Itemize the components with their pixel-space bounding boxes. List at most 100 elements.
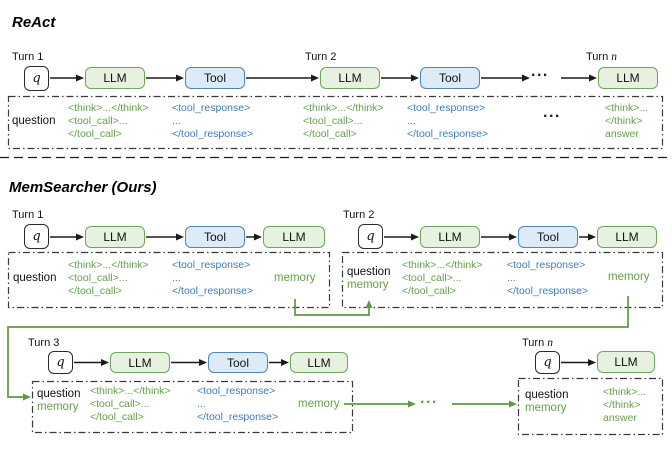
tag-line: <think>...</think> bbox=[68, 259, 149, 271]
tag-line: <think>... bbox=[603, 386, 647, 398]
think-toolcall-block: <think>...</think> <tool_call>... </tool… bbox=[68, 102, 149, 141]
question-memory-stack: question memory bbox=[347, 266, 390, 292]
tool-response-block: <tool_response> ... </tool_response> bbox=[172, 102, 253, 141]
question-label: question bbox=[37, 388, 81, 400]
tag-line: <tool_call>... bbox=[303, 115, 363, 127]
react-context-ellipsis: ... bbox=[543, 104, 561, 121]
llm-node: LLM bbox=[290, 352, 348, 373]
tag-line: ... bbox=[172, 272, 181, 284]
mem-turn2-label: Turn 2 bbox=[343, 209, 375, 221]
memory-label: memory bbox=[37, 401, 79, 413]
tag-line: answer bbox=[603, 412, 637, 424]
memory-label: memory bbox=[274, 272, 316, 284]
tool-node: Tool bbox=[420, 67, 480, 89]
tag-line: ... bbox=[172, 115, 181, 127]
question-label: question bbox=[347, 266, 391, 278]
think-toolcall-block: <think>...</think> <tool_call>... </tool… bbox=[90, 385, 171, 424]
tag-line: </think> bbox=[605, 115, 643, 127]
memory-label: memory bbox=[298, 398, 340, 410]
mem-turnn-context-box bbox=[517, 377, 664, 436]
tag-line: </tool_response> bbox=[172, 285, 254, 297]
tag-line: ... bbox=[407, 115, 416, 127]
query-node: q bbox=[48, 351, 73, 374]
react-context-box bbox=[7, 95, 664, 150]
tag-line: </tool_response> bbox=[172, 128, 254, 140]
llm-node: LLM bbox=[597, 351, 655, 373]
tool-node: Tool bbox=[518, 226, 578, 248]
final-answer-block: <think>... </think> answer bbox=[605, 102, 648, 141]
tag-line: </tool_call> bbox=[303, 128, 357, 140]
tool-node: Tool bbox=[208, 352, 268, 373]
tag-line: <think>...</think> bbox=[303, 102, 384, 114]
tag-line: </think> bbox=[603, 399, 641, 411]
question-memory-stack: question memory bbox=[525, 389, 568, 415]
tag-line: <tool_response> bbox=[507, 259, 586, 271]
final-answer-block: <think>... </think> answer bbox=[603, 386, 646, 425]
tool-response-block: <tool_response> ... </tool_response> bbox=[407, 102, 488, 141]
memory-flow-turn2-to-turn3 bbox=[7, 296, 629, 401]
mem-turn3-label: Turn 3 bbox=[28, 337, 60, 349]
react-title: ReAct bbox=[12, 14, 56, 31]
question-label: question bbox=[525, 389, 569, 401]
tag-line: <tool_call>... bbox=[68, 272, 128, 284]
llm-node: LLM bbox=[110, 352, 170, 373]
react-turnn-label: Turn n bbox=[586, 51, 617, 63]
tool-response-block: <tool_response> ... </tool_response> bbox=[172, 259, 253, 298]
turn-n-var: n bbox=[547, 337, 554, 349]
query-node: q bbox=[24, 224, 49, 249]
query-node: q bbox=[535, 351, 560, 374]
mem-turn2-context-box bbox=[341, 251, 664, 309]
tool-node: Tool bbox=[185, 226, 245, 248]
tag-line: <think>...</think> bbox=[402, 259, 483, 271]
tag-line: <think>...</think> bbox=[68, 102, 149, 114]
mem-turn1-label: Turn 1 bbox=[12, 209, 44, 221]
tag-line: </tool_response> bbox=[507, 285, 589, 297]
question-label: question bbox=[13, 272, 57, 284]
tool-node: Tool bbox=[185, 67, 245, 89]
tag-line: </tool_response> bbox=[197, 411, 279, 423]
react-turn1-label: Turn 1 bbox=[12, 51, 44, 63]
tag-line: <think>...</think> bbox=[90, 385, 171, 397]
tag-line: </tool_call> bbox=[90, 411, 144, 423]
memory-label: memory bbox=[525, 402, 567, 414]
llm-node: LLM bbox=[85, 226, 145, 248]
think-toolcall-block: <think>...</think> <tool_call>... </tool… bbox=[68, 259, 149, 298]
think-toolcall-block: <think>...</think> <tool_call>... </tool… bbox=[402, 259, 483, 298]
turn-n-prefix: Turn bbox=[522, 337, 545, 349]
tool-response-block: <tool_response> ... </tool_response> bbox=[197, 385, 278, 424]
tag-line: <think>... bbox=[605, 102, 649, 114]
tag-line: <tool_call>... bbox=[402, 272, 462, 284]
memory-flow-ellipsis: ... bbox=[420, 390, 438, 407]
tag-line: <tool_call>... bbox=[68, 115, 128, 127]
tag-line: </tool_call> bbox=[402, 285, 456, 297]
memory-label: memory bbox=[608, 271, 650, 283]
think-toolcall-block: <think>...</think> <tool_call>... </tool… bbox=[303, 102, 384, 141]
tool-response-block: <tool_response> ... </tool_response> bbox=[507, 259, 588, 298]
memsearcher-title: MemSearcher (Ours) bbox=[9, 179, 157, 196]
llm-node: LLM bbox=[598, 67, 658, 89]
mem-turnn-label: Turn n bbox=[522, 337, 553, 349]
question-memory-stack: question memory bbox=[37, 388, 80, 414]
llm-node: LLM bbox=[420, 226, 480, 248]
question-label: question bbox=[12, 115, 56, 127]
tag-line: <tool_response> bbox=[407, 102, 486, 114]
llm-node: LLM bbox=[320, 67, 380, 89]
tag-line: <tool_response> bbox=[197, 385, 276, 397]
tag-line: <tool_response> bbox=[172, 102, 251, 114]
tag-line: ... bbox=[197, 398, 206, 410]
memory-label: memory bbox=[347, 279, 389, 291]
tag-line: answer bbox=[605, 128, 639, 140]
llm-node: LLM bbox=[85, 67, 145, 89]
mem-turn1-context-box bbox=[7, 251, 331, 309]
tag-line: </tool_call> bbox=[68, 128, 122, 140]
react-turn2-label: Turn 2 bbox=[305, 51, 337, 63]
llm-node: LLM bbox=[263, 226, 325, 248]
query-node: q bbox=[24, 66, 49, 91]
mem-turn3-context-box bbox=[31, 380, 354, 434]
tag-line: </tool_response> bbox=[407, 128, 489, 140]
tag-line: <tool_call>... bbox=[90, 398, 150, 410]
tag-line: ... bbox=[507, 272, 516, 284]
tag-line: <tool_response> bbox=[172, 259, 251, 271]
